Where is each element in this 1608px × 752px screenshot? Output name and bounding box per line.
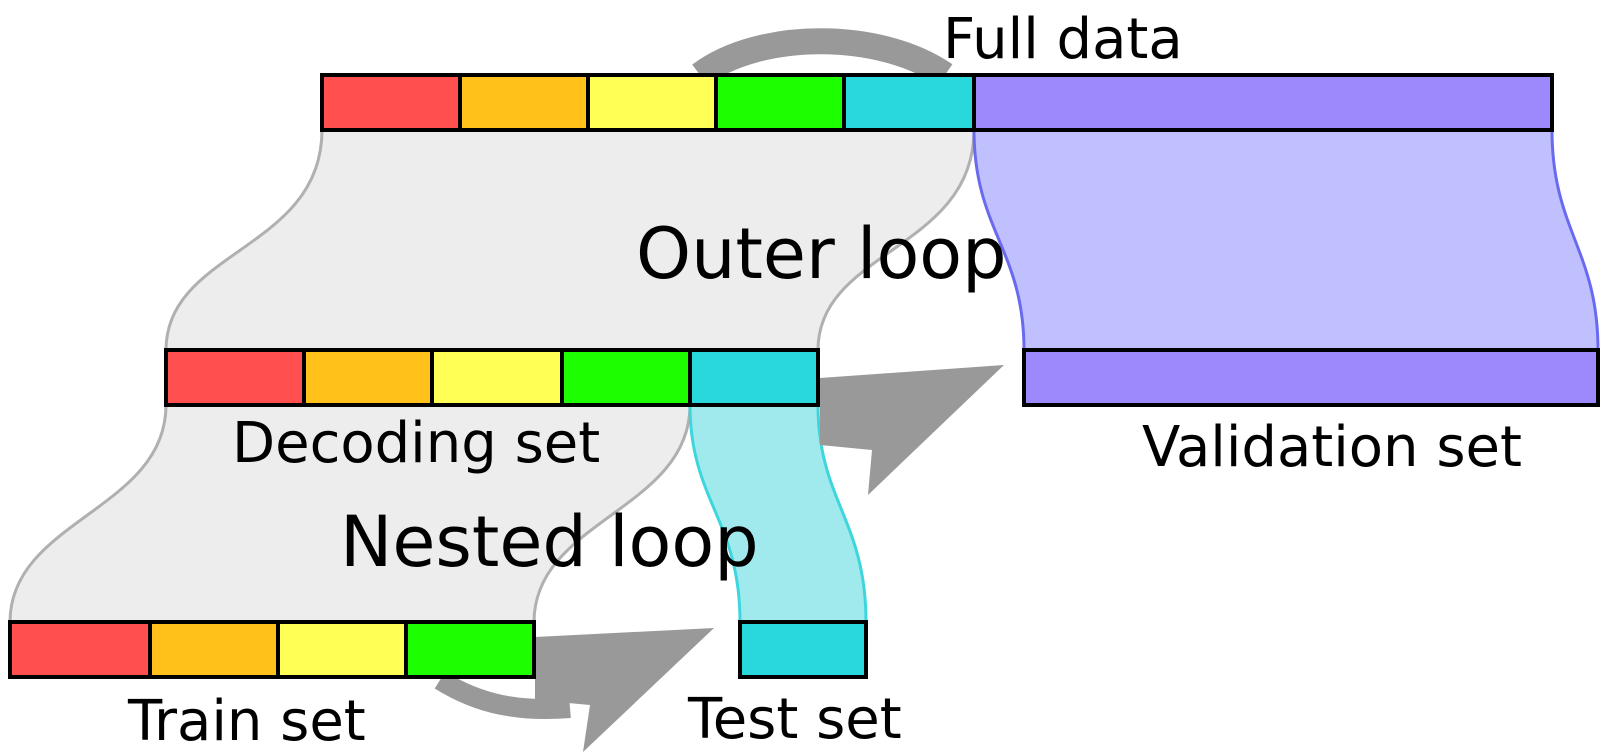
train-fold-1	[8, 620, 152, 679]
nested-loop-label: Nested loop	[340, 501, 759, 583]
train-to-test-arrow	[535, 628, 714, 752]
full-data-bar	[320, 73, 1554, 132]
train-fold-3	[276, 620, 408, 679]
full-data-validation	[972, 73, 1554, 132]
decoding-fold-1	[164, 348, 306, 407]
full-data-fold-2	[458, 73, 590, 132]
test-set-label: Test set	[687, 687, 902, 752]
decoding-fold-5	[688, 348, 820, 407]
validation-band	[972, 128, 1600, 352]
full-data-fold-4	[714, 73, 846, 132]
decoding-to-validation-arrow	[820, 365, 1004, 495]
validation-set-bar	[1022, 348, 1600, 407]
train-to-test-arrow-tail	[434, 671, 571, 720]
train-fold-4	[404, 620, 536, 679]
decoding-set-label: Decoding set	[232, 411, 600, 476]
test-set-bar	[738, 620, 868, 679]
train-set-bar	[8, 620, 536, 679]
outer-loop-label: Outer loop	[636, 213, 1007, 295]
train-set-label: Train set	[127, 689, 366, 752]
full-data-fold-3	[586, 73, 718, 132]
full-data-label: Full data	[943, 7, 1183, 72]
validation-set-label: Validation set	[1142, 415, 1522, 480]
test-set-segment	[738, 620, 868, 679]
full-data-fold-1	[320, 73, 462, 132]
decoding-set-bar	[164, 348, 820, 407]
validation-set-segment	[1022, 348, 1600, 407]
train-fold-2	[148, 620, 280, 679]
full-data-fold-5	[842, 73, 976, 132]
decoding-fold-4	[560, 348, 692, 407]
top-rotation-arrow	[692, 28, 953, 86]
decoding-fold-2	[302, 348, 434, 407]
decoding-fold-3	[430, 348, 564, 407]
